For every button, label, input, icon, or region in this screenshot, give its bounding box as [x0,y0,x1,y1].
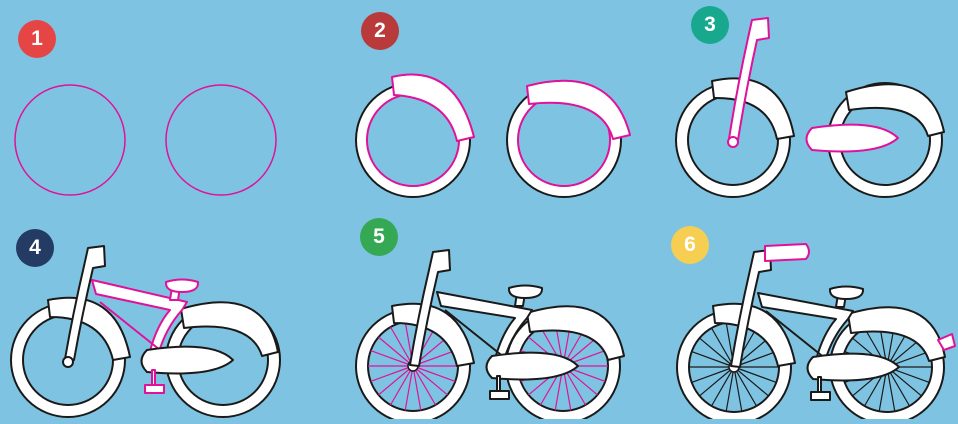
step-1-badge: 1 [18,20,56,58]
step-3-fork-and-chain-guard [676,18,944,197]
step-4-number: 4 [29,236,41,259]
step-1-number: 1 [31,27,43,50]
step-5-number: 5 [373,225,385,248]
step-3-badge: 3 [691,6,729,44]
step-5-badge: 5 [360,218,398,256]
step-4-badge: 4 [16,229,54,267]
step-5-spokes [356,250,624,419]
step-2-number: 2 [374,19,386,42]
step-4-frame-seat-pedal [11,246,280,417]
step-6-finished-bicycle [677,244,955,419]
step-1-wheel-circles [15,85,276,195]
step-6-number: 6 [684,233,696,256]
step-2-tires-and-fenders [356,75,630,198]
step-3-number: 3 [704,13,716,36]
step-2-badge: 2 [361,12,399,50]
step-6-badge: 6 [671,226,709,264]
